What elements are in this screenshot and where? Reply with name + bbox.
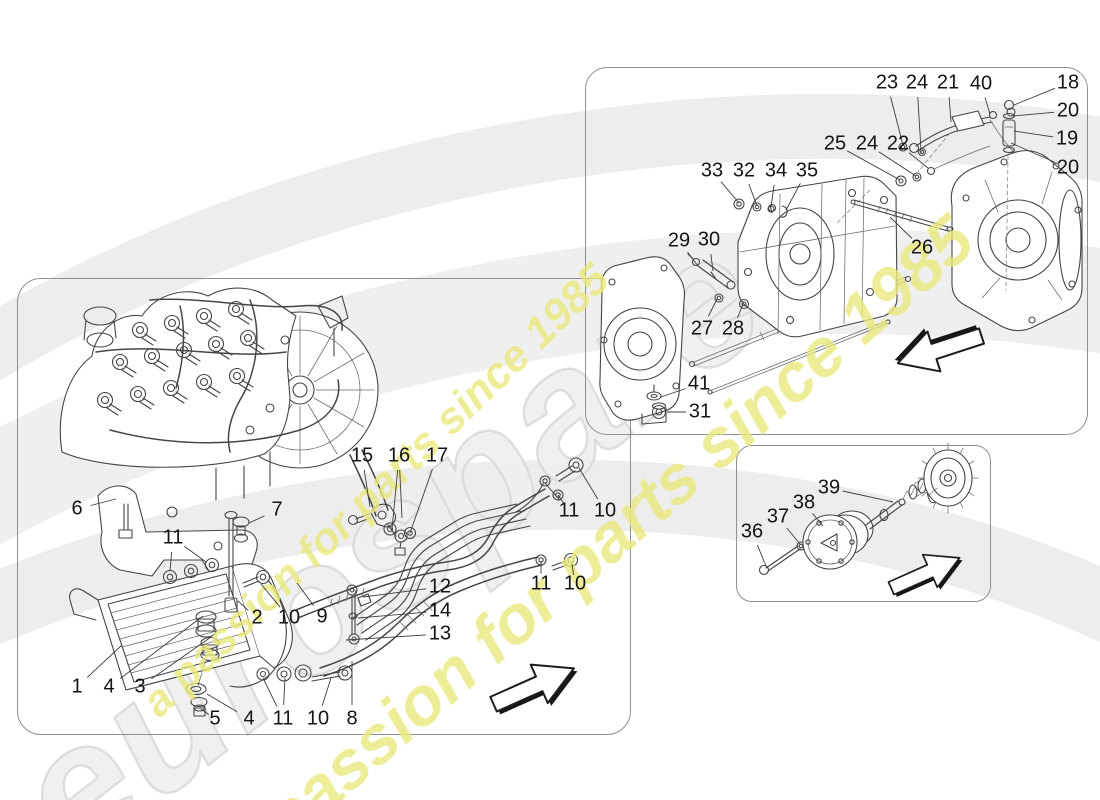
- part-callout-8: 8: [346, 707, 358, 730]
- part-callout-11: 11: [530, 572, 552, 595]
- part-callout-20: 20: [1056, 99, 1080, 122]
- part-callout-10: 10: [593, 499, 617, 522]
- oil-pump-panel: [736, 445, 991, 602]
- part-callout-30: 30: [697, 228, 721, 251]
- part-callout-12: 12: [428, 575, 452, 598]
- part-callout-39: 39: [817, 476, 841, 499]
- part-callout-11: 11: [558, 499, 580, 522]
- part-callout-10: 10: [277, 606, 301, 629]
- part-callout-31: 31: [688, 400, 712, 423]
- part-callout-4: 4: [243, 707, 255, 730]
- part-callout-34: 34: [764, 159, 788, 182]
- part-callout-10: 10: [563, 572, 587, 595]
- part-callout-33: 33: [700, 159, 724, 182]
- part-callout-9: 9: [316, 605, 328, 628]
- part-callout-35: 35: [795, 159, 819, 182]
- part-callout-29: 29: [667, 229, 691, 252]
- part-callout-24: 24: [855, 132, 879, 155]
- oil-cooler-panel: [17, 278, 631, 735]
- part-callout-10: 10: [306, 707, 330, 730]
- part-callout-21: 21: [936, 71, 960, 94]
- part-callout-1: 1: [71, 675, 83, 698]
- part-callout-5: 5: [209, 707, 221, 730]
- part-callout-38: 38: [792, 491, 816, 514]
- part-callout-41: 41: [687, 372, 711, 395]
- part-callout-4: 4: [103, 675, 115, 698]
- part-callout-36: 36: [740, 520, 764, 543]
- part-callout-7: 7: [271, 498, 283, 521]
- part-callout-2: 2: [251, 606, 263, 629]
- part-callout-23: 23: [875, 71, 899, 94]
- part-callout-11: 11: [272, 707, 294, 730]
- part-callout-26: 26: [910, 236, 934, 259]
- part-callout-3: 3: [134, 675, 146, 698]
- part-callout-11: 11: [162, 526, 184, 549]
- part-callout-16: 16: [387, 444, 411, 467]
- part-callout-24: 24: [905, 71, 929, 94]
- part-callout-28: 28: [721, 317, 745, 340]
- part-callout-18: 18: [1056, 71, 1080, 94]
- part-callout-6: 6: [71, 497, 83, 520]
- part-callout-27: 27: [690, 317, 714, 340]
- part-callout-40: 40: [969, 72, 993, 95]
- part-callout-19: 19: [1055, 127, 1079, 150]
- part-callout-25: 25: [823, 132, 847, 155]
- gearbox-panel: [585, 67, 1088, 435]
- part-callout-20: 20: [1056, 156, 1080, 179]
- part-callout-22: 22: [886, 132, 910, 155]
- part-callout-15: 15: [350, 444, 374, 467]
- part-callout-14: 14: [428, 599, 452, 622]
- part-callout-13: 13: [428, 622, 452, 645]
- part-callout-37: 37: [766, 505, 790, 528]
- part-callout-17: 17: [425, 444, 449, 467]
- part-callout-32: 32: [732, 159, 756, 182]
